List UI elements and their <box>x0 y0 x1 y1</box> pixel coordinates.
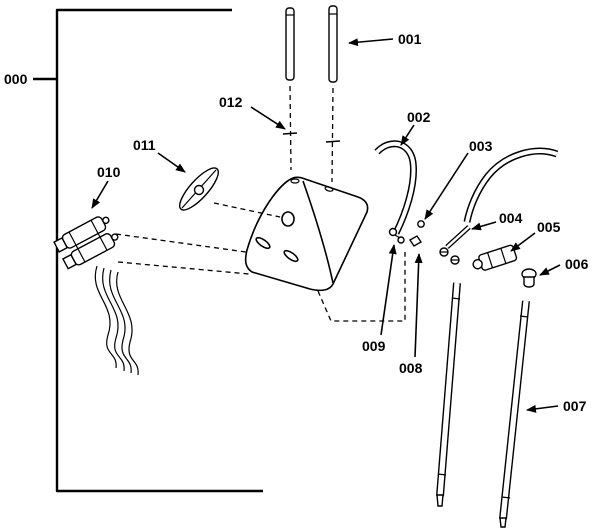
housing-slot-a <box>255 236 271 250</box>
part-label-010: 010 <box>97 164 121 180</box>
leader-002 <box>400 124 415 146</box>
hose-right <box>463 147 559 223</box>
part-label-006: 006 <box>565 256 589 272</box>
part-label-003: 003 <box>469 138 493 154</box>
rod-007-left <box>436 282 461 507</box>
fitting-012-a <box>282 132 298 135</box>
leader-arrows <box>91 38 561 413</box>
leader-007 <box>526 404 559 413</box>
part-label-009: 009 <box>362 338 386 354</box>
fitting-009-b <box>397 236 405 244</box>
rod-007-right <box>499 300 530 528</box>
tube-004 <box>445 225 471 249</box>
hose-002 <box>374 140 417 235</box>
leader-006 <box>539 264 561 276</box>
part-label-012: 012 <box>219 94 243 110</box>
leader-004 <box>471 221 497 231</box>
housing-body <box>244 176 369 292</box>
part-label-002: 002 <box>407 109 431 125</box>
part-label-007: 007 <box>563 398 587 414</box>
fitting-cluster <box>388 220 460 265</box>
cap-006 <box>521 268 537 288</box>
leader-008 <box>414 253 423 358</box>
leader-001 <box>348 38 394 47</box>
part-label-008: 008 <box>399 360 423 376</box>
fitting-003 <box>417 220 425 228</box>
leader-009 <box>380 244 397 336</box>
part-label-000: 000 <box>4 71 28 87</box>
fitting-005 <box>472 244 518 271</box>
fitting-009 <box>388 227 398 237</box>
leader-003 <box>424 152 469 220</box>
fitting-008 <box>409 235 422 247</box>
part-label-001: 001 <box>398 31 422 47</box>
lever-011 <box>179 167 219 211</box>
leader-010 <box>91 180 109 209</box>
part-label-011: 011 <box>133 137 156 153</box>
leader-011 <box>157 152 186 173</box>
leader-005 <box>510 232 536 252</box>
housing-hole <box>281 211 295 227</box>
housing-slot-b <box>283 249 299 263</box>
part-labels: 000 001 002 003 004 005 006 007 008 009 … <box>4 31 589 414</box>
tube-pair-001 <box>282 5 341 183</box>
alignment-dashes <box>115 202 406 322</box>
leader-012 <box>250 106 286 130</box>
clamp-assembly-010 <box>53 216 139 376</box>
part-label-005: 005 <box>537 219 561 235</box>
part-label-004: 004 <box>499 210 523 226</box>
fitting-012-b <box>325 140 341 143</box>
frame-bracket <box>33 8 263 493</box>
